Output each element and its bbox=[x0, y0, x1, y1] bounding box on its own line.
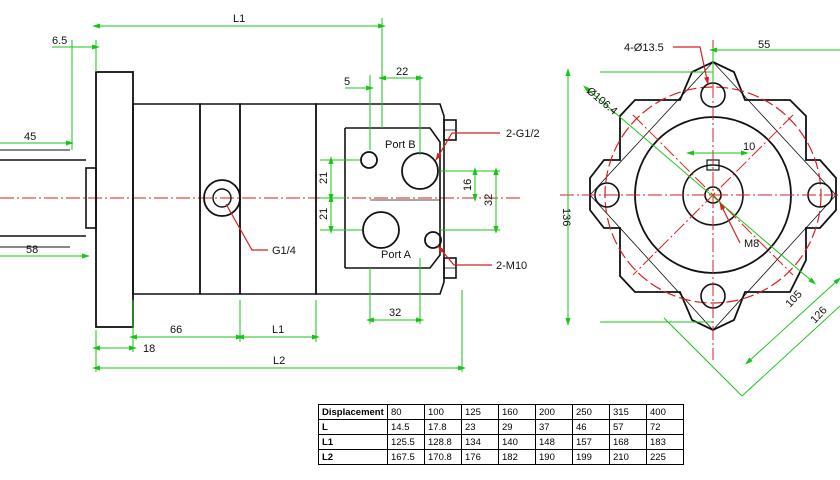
port-b-circle bbox=[401, 152, 439, 190]
table-cell: 168 bbox=[609, 434, 647, 450]
dim-10: 10 bbox=[743, 141, 755, 153]
front-view: 4-Ø13.5 55 Ø106.4 10 136 105 126 M8 bbox=[560, 39, 840, 397]
table-cell: 17.8 bbox=[424, 419, 462, 435]
table-cell: 167.5 bbox=[387, 449, 425, 465]
port-a-circle bbox=[362, 211, 400, 249]
table-cell: 140 bbox=[498, 434, 536, 450]
hole-spec-label: 4-Ø13.5 bbox=[624, 42, 664, 54]
motor-body bbox=[132, 103, 457, 295]
dim-6-5: 6.5 bbox=[52, 35, 67, 47]
front-dimension-lines bbox=[565, 47, 840, 397]
hole-leader bbox=[673, 46, 709, 85]
side-dimension-lines bbox=[0, 18, 500, 372]
displacement-cell: 200 bbox=[535, 404, 573, 420]
table-cell: 182 bbox=[498, 449, 536, 465]
m8-label: M8 bbox=[744, 238, 759, 250]
m8-leader bbox=[719, 202, 741, 244]
row-label: L bbox=[318, 419, 388, 435]
dim-22: 22 bbox=[396, 66, 408, 78]
displacement-cell: 250 bbox=[572, 404, 610, 420]
table-cell: 199 bbox=[572, 449, 610, 465]
m10-hole bbox=[424, 231, 442, 249]
dim-21-upper: 21 bbox=[318, 172, 330, 184]
table-cell: 148 bbox=[535, 434, 573, 450]
table-cell: 134 bbox=[461, 434, 499, 450]
dim-32-vertical: 32 bbox=[483, 194, 495, 206]
front-centerlines bbox=[560, 40, 840, 360]
table-cell: 14.5 bbox=[387, 419, 425, 435]
m10-leader bbox=[437, 245, 492, 266]
dim-16: 16 bbox=[462, 179, 474, 191]
displacement-cell: 100 bbox=[424, 404, 462, 420]
displacement-cell: 80 bbox=[387, 404, 425, 420]
spec-table-header-row: Displacement 80 100 125 160 200 250 315 … bbox=[318, 404, 684, 420]
table-cell: 225 bbox=[646, 449, 684, 465]
dim-136: 136 bbox=[560, 208, 572, 226]
table-cell: 176 bbox=[461, 449, 499, 465]
dim-66: 66 bbox=[170, 324, 182, 336]
dim-L1-bottom: L1 bbox=[272, 324, 284, 336]
port-b-label: Port B bbox=[385, 139, 416, 151]
row-label: L1 bbox=[318, 434, 388, 450]
g1-2-leader bbox=[435, 132, 500, 161]
shaft bbox=[0, 149, 97, 248]
table-cell: 72 bbox=[646, 419, 684, 435]
spec-table-row-L: L 14.5 17.8 23 29 37 46 57 72 bbox=[318, 419, 684, 435]
spec-header-cell: Displacement bbox=[318, 404, 388, 420]
mounting-flange bbox=[95, 71, 134, 328]
dim-L2: L2 bbox=[273, 355, 285, 367]
spec-table: Displacement 80 100 125 160 200 250 315 … bbox=[318, 404, 684, 465]
spec-table-row-L1: L1 125.5 128.8 134 140 148 157 168 183 bbox=[318, 434, 684, 450]
dim-5: 5 bbox=[344, 76, 350, 88]
bolt-circle-dim: Ø106.4 bbox=[584, 85, 619, 117]
small-hole-upper bbox=[360, 151, 378, 169]
dim-126: 126 bbox=[808, 304, 829, 326]
dim-32-horizontal: 32 bbox=[389, 307, 401, 319]
ports bbox=[360, 151, 442, 249]
dim-L1-top: L1 bbox=[233, 13, 245, 25]
displacement-cell: 125 bbox=[461, 404, 499, 420]
g1-4-label: G1/4 bbox=[272, 245, 296, 257]
dim-55: 55 bbox=[758, 39, 770, 51]
table-cell: 128.8 bbox=[424, 434, 462, 450]
table-cell: 37 bbox=[535, 419, 573, 435]
g1-4-leader bbox=[225, 203, 268, 251]
table-cell: 29 bbox=[498, 419, 536, 435]
dim-18: 18 bbox=[143, 343, 155, 355]
table-cell: 157 bbox=[572, 434, 610, 450]
dim-21-lower: 21 bbox=[318, 208, 330, 220]
table-cell: 170.8 bbox=[424, 449, 462, 465]
displacement-cell: 400 bbox=[646, 404, 684, 420]
table-cell: 46 bbox=[572, 419, 610, 435]
port-a-label: Port A bbox=[381, 249, 412, 261]
drain-port bbox=[203, 179, 241, 217]
side-view: L1 6.5 45 58 5 22 21 21 16 32 32 66 L1 1… bbox=[0, 13, 540, 372]
m10-label: 2-M10 bbox=[496, 260, 527, 272]
g1-2-label: 2-G1/2 bbox=[506, 128, 540, 140]
spec-table-row-L2: L2 167.5 170.8 176 182 190 199 210 225 bbox=[318, 449, 684, 465]
dim-45: 45 bbox=[24, 131, 36, 143]
table-cell: 23 bbox=[461, 419, 499, 435]
side-callout-leaders bbox=[225, 132, 500, 266]
displacement-cell: 315 bbox=[609, 404, 647, 420]
dim-58: 58 bbox=[26, 244, 38, 256]
row-label: L2 bbox=[318, 449, 388, 465]
table-cell: 57 bbox=[609, 419, 647, 435]
table-cell: 125.5 bbox=[387, 434, 425, 450]
table-cell: 183 bbox=[646, 434, 684, 450]
displacement-cell: 160 bbox=[498, 404, 536, 420]
table-cell: 210 bbox=[609, 449, 647, 465]
table-cell: 190 bbox=[535, 449, 573, 465]
